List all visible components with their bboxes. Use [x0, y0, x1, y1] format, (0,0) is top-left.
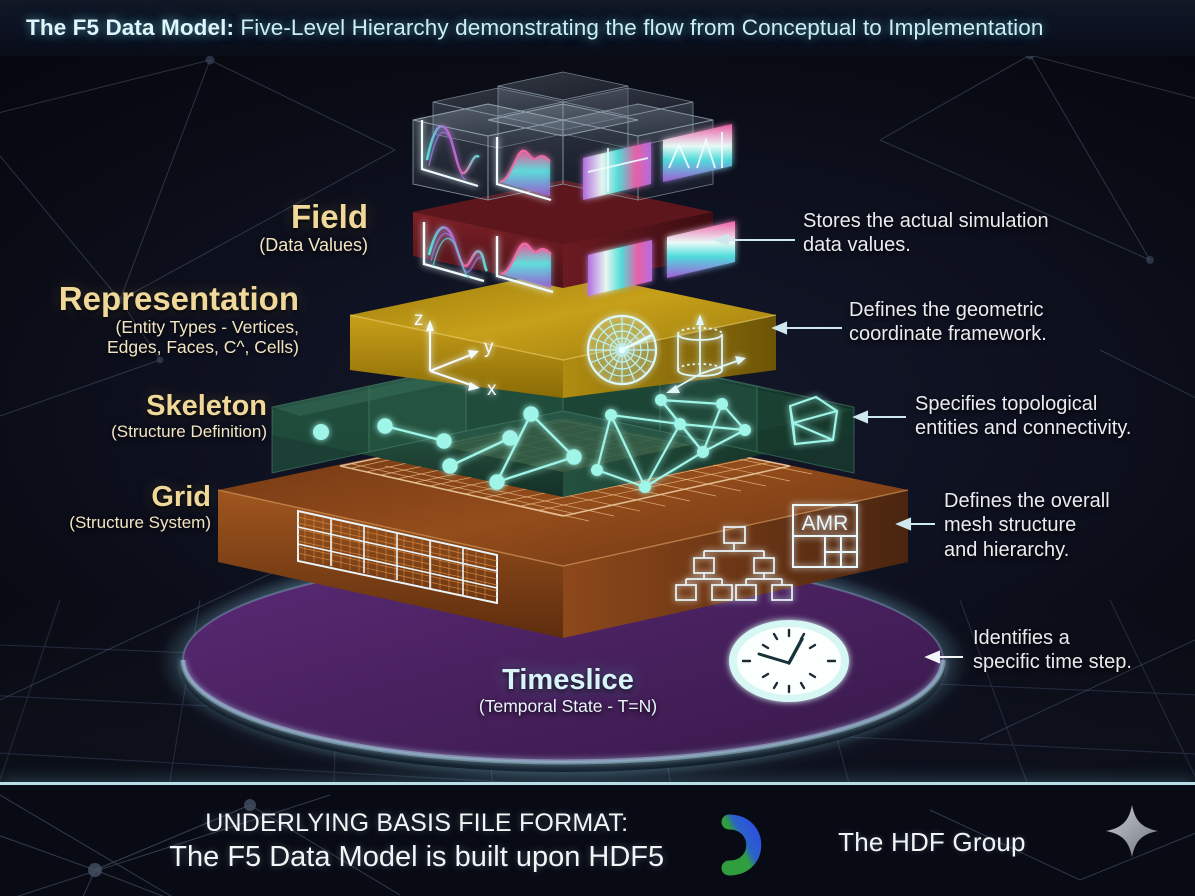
callout-representation: Defines the geometric coordinate framewo… [849, 298, 1047, 347]
field-heatmap-1 [588, 240, 652, 296]
tier-label-representation: Representation (Entity Types - Vertices,… [58, 280, 300, 358]
grid-mesh-panel [297, 509, 498, 605]
banner-text: UNDERLYING BASIS FILE FORMAT: The F5 Dat… [169, 809, 664, 875]
tier-subtitle-grid: (Structure System) [69, 512, 211, 532]
axis-label-z: z [414, 309, 424, 330]
tier-label-grid: Grid (Structure System) [69, 482, 211, 532]
tier-label-skeleton: Skeleton (Structure Definition) [111, 391, 267, 441]
callout-grid-line-2: mesh structure [944, 514, 1077, 537]
tier-skeleton [271, 344, 855, 497]
axes-icon [426, 320, 480, 391]
grid-top-face [218, 418, 908, 566]
hdf-group-label: The HDF Group [838, 826, 1026, 857]
grid-top-mesh [339, 418, 813, 522]
amr-badge: AMR [792, 504, 858, 568]
clock-icon [729, 620, 849, 702]
callout-timeslice-line-2: specific time step. [973, 651, 1132, 674]
tier-name-timeslice: Timeslice [502, 664, 634, 696]
tier-timeslice [159, 544, 967, 780]
callout-grid: Defines the overall mesh structure and h… [944, 489, 1110, 562]
topology-glyphs [313, 394, 839, 493]
field-heatmap-2 [667, 221, 735, 278]
banner-line-1: UNDERLYING BASIS FILE FORMAT: [205, 809, 629, 838]
field-plot-area [495, 236, 554, 294]
bottom-banner: UNDERLYING BASIS FILE FORMAT: The F5 Dat… [0, 782, 1195, 896]
field-glass-cube-cluster [412, 71, 732, 202]
callout-skeleton-line-2: entities and connectivity. [915, 417, 1132, 440]
field-cube-plots [420, 120, 732, 202]
page-title-rest: Five-Level Hierarchy demonstrating the f… [234, 15, 1044, 40]
grid-front-left-face [218, 490, 563, 638]
hierarchy-tree-icon [675, 526, 793, 601]
amr-badge-label: AMR [802, 512, 849, 535]
tier-representation: z y x [349, 270, 777, 400]
tier-label-field: Field (Data Values) [259, 198, 368, 255]
hdf-group-diamond-icon [1106, 805, 1158, 857]
timeslice-glow [159, 544, 967, 780]
arrow-skeleton [852, 410, 906, 424]
tier-grid: AMR [217, 418, 909, 638]
tier-subtitle-timeslice: (Temporal State - T=N) [478, 696, 658, 717]
tier-subtitle-representation-line-2: Edges, Faces, C^, Cells) [106, 336, 299, 357]
callout-field-line-1: Stores the actual simulation [803, 210, 1049, 232]
tier-subtitle-skeleton: (Structure Definition) [111, 421, 267, 441]
tier-subtitle-field: (Data Values) [259, 234, 368, 255]
callout-representation-line-1: Defines the geometric [849, 299, 1044, 321]
arrow-grid [895, 517, 935, 531]
cylindrical-coords-icon [666, 314, 746, 393]
polar-grid-icon [586, 314, 658, 386]
banner-network-pattern [0, 794, 1195, 896]
axis-label-y: y [484, 337, 494, 358]
callout-timeslice-line-1: Identifies a [973, 627, 1070, 649]
callout-representation-line-2: coordinate framework. [849, 323, 1047, 346]
callout-field-line-2: data values. [803, 234, 911, 257]
hdf-logo-icon [689, 806, 806, 880]
tier-name-skeleton: Skeleton [146, 390, 267, 422]
callout-skeleton-line-1: Specifies topological [915, 393, 1098, 415]
grid-front-right-face [563, 490, 908, 638]
tier-label-timeslice: Timeslice (Temporal State - T=N) [438, 664, 698, 717]
banner-line-2: The F5 Data Model is built upon HDF5 [169, 841, 665, 874]
timeslice-disc [183, 558, 943, 762]
tier-name-representation: Representation [58, 280, 299, 317]
callout-grid-line-3: and hierarchy. [944, 538, 1070, 561]
callout-timeslice: Identifies a specific time step. [973, 626, 1132, 675]
arrow-representation [771, 321, 842, 335]
page-title: The F5 Data Model: Five-Level Hierarchy … [26, 15, 1044, 41]
arrow-field [713, 233, 795, 247]
callout-skeleton: Specifies topological entities and conne… [915, 392, 1131, 441]
callout-field: Stores the actual simulation data values… [803, 209, 1049, 258]
arrow-timeslice [924, 650, 963, 664]
title-bar: The F5 Data Model: Five-Level Hierarchy … [0, 0, 1195, 56]
tier-name-grid: Grid [151, 481, 211, 513]
tier-name-field: Field [290, 198, 368, 235]
page-title-strong: The F5 Data Model: [26, 15, 235, 40]
tier-subtitle-representation-line-1: (Entity Types - Vertices, [115, 316, 300, 337]
field-plot-surface [422, 222, 489, 283]
callout-grid-line-1: Defines the overall [944, 490, 1110, 512]
axis-label-x: x [487, 379, 497, 400]
